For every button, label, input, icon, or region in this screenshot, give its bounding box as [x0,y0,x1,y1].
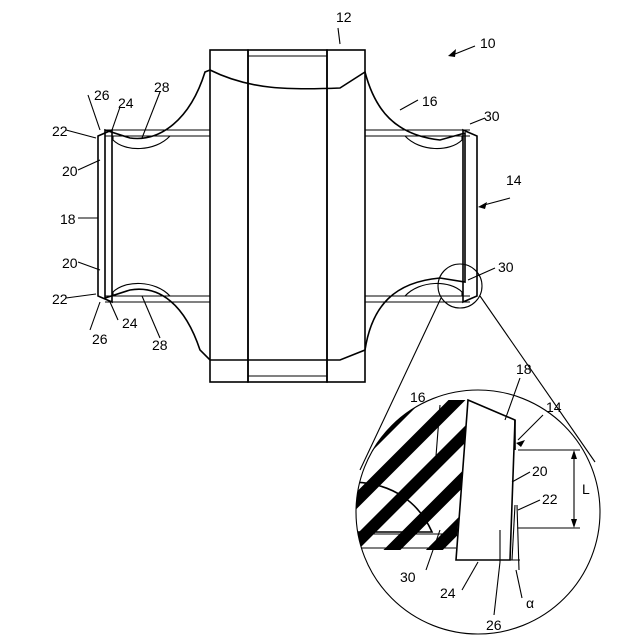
inner-sleeve-left-wall [210,50,248,382]
label-24-top: 24 [118,95,134,111]
label-28-top: 28 [154,79,170,95]
label-30-bottom: 30 [498,259,514,275]
label-20-detail: 20 [532,463,548,479]
label-30-detail: 30 [400,569,416,585]
inner-sleeve-bore [248,50,327,382]
detail-view [350,378,610,640]
label-16: 16 [422,93,438,109]
label-22-bottom: 22 [52,291,68,307]
label-alpha: α [526,595,534,611]
label-30-top: 30 [484,108,500,124]
label-12: 12 [336,9,352,25]
inner-sleeve-right-wall [327,50,365,382]
label-26-detail: 26 [486,617,502,633]
label-10: 10 [480,35,496,51]
label-20-bottom: 20 [62,255,78,271]
label-18-detail: 18 [516,361,532,377]
label-28-bottom: 28 [152,337,168,353]
label-22-top: 22 [52,123,68,139]
label-L: L [582,481,590,497]
label-18: 18 [60,211,76,227]
detail-callout-circle [438,264,482,308]
label-24-detail: 24 [440,585,456,601]
label-26-top: 26 [94,87,110,103]
rubber-elastic-body [105,70,465,360]
label-22-detail: 22 [542,491,558,507]
label-16-detail: 16 [410,389,426,405]
label-14: 14 [506,172,522,188]
label-20-top: 20 [62,163,78,179]
label-14-detail: 14 [546,399,562,415]
label-24-bottom: 24 [122,315,138,331]
label-26-bottom: 26 [92,331,108,347]
